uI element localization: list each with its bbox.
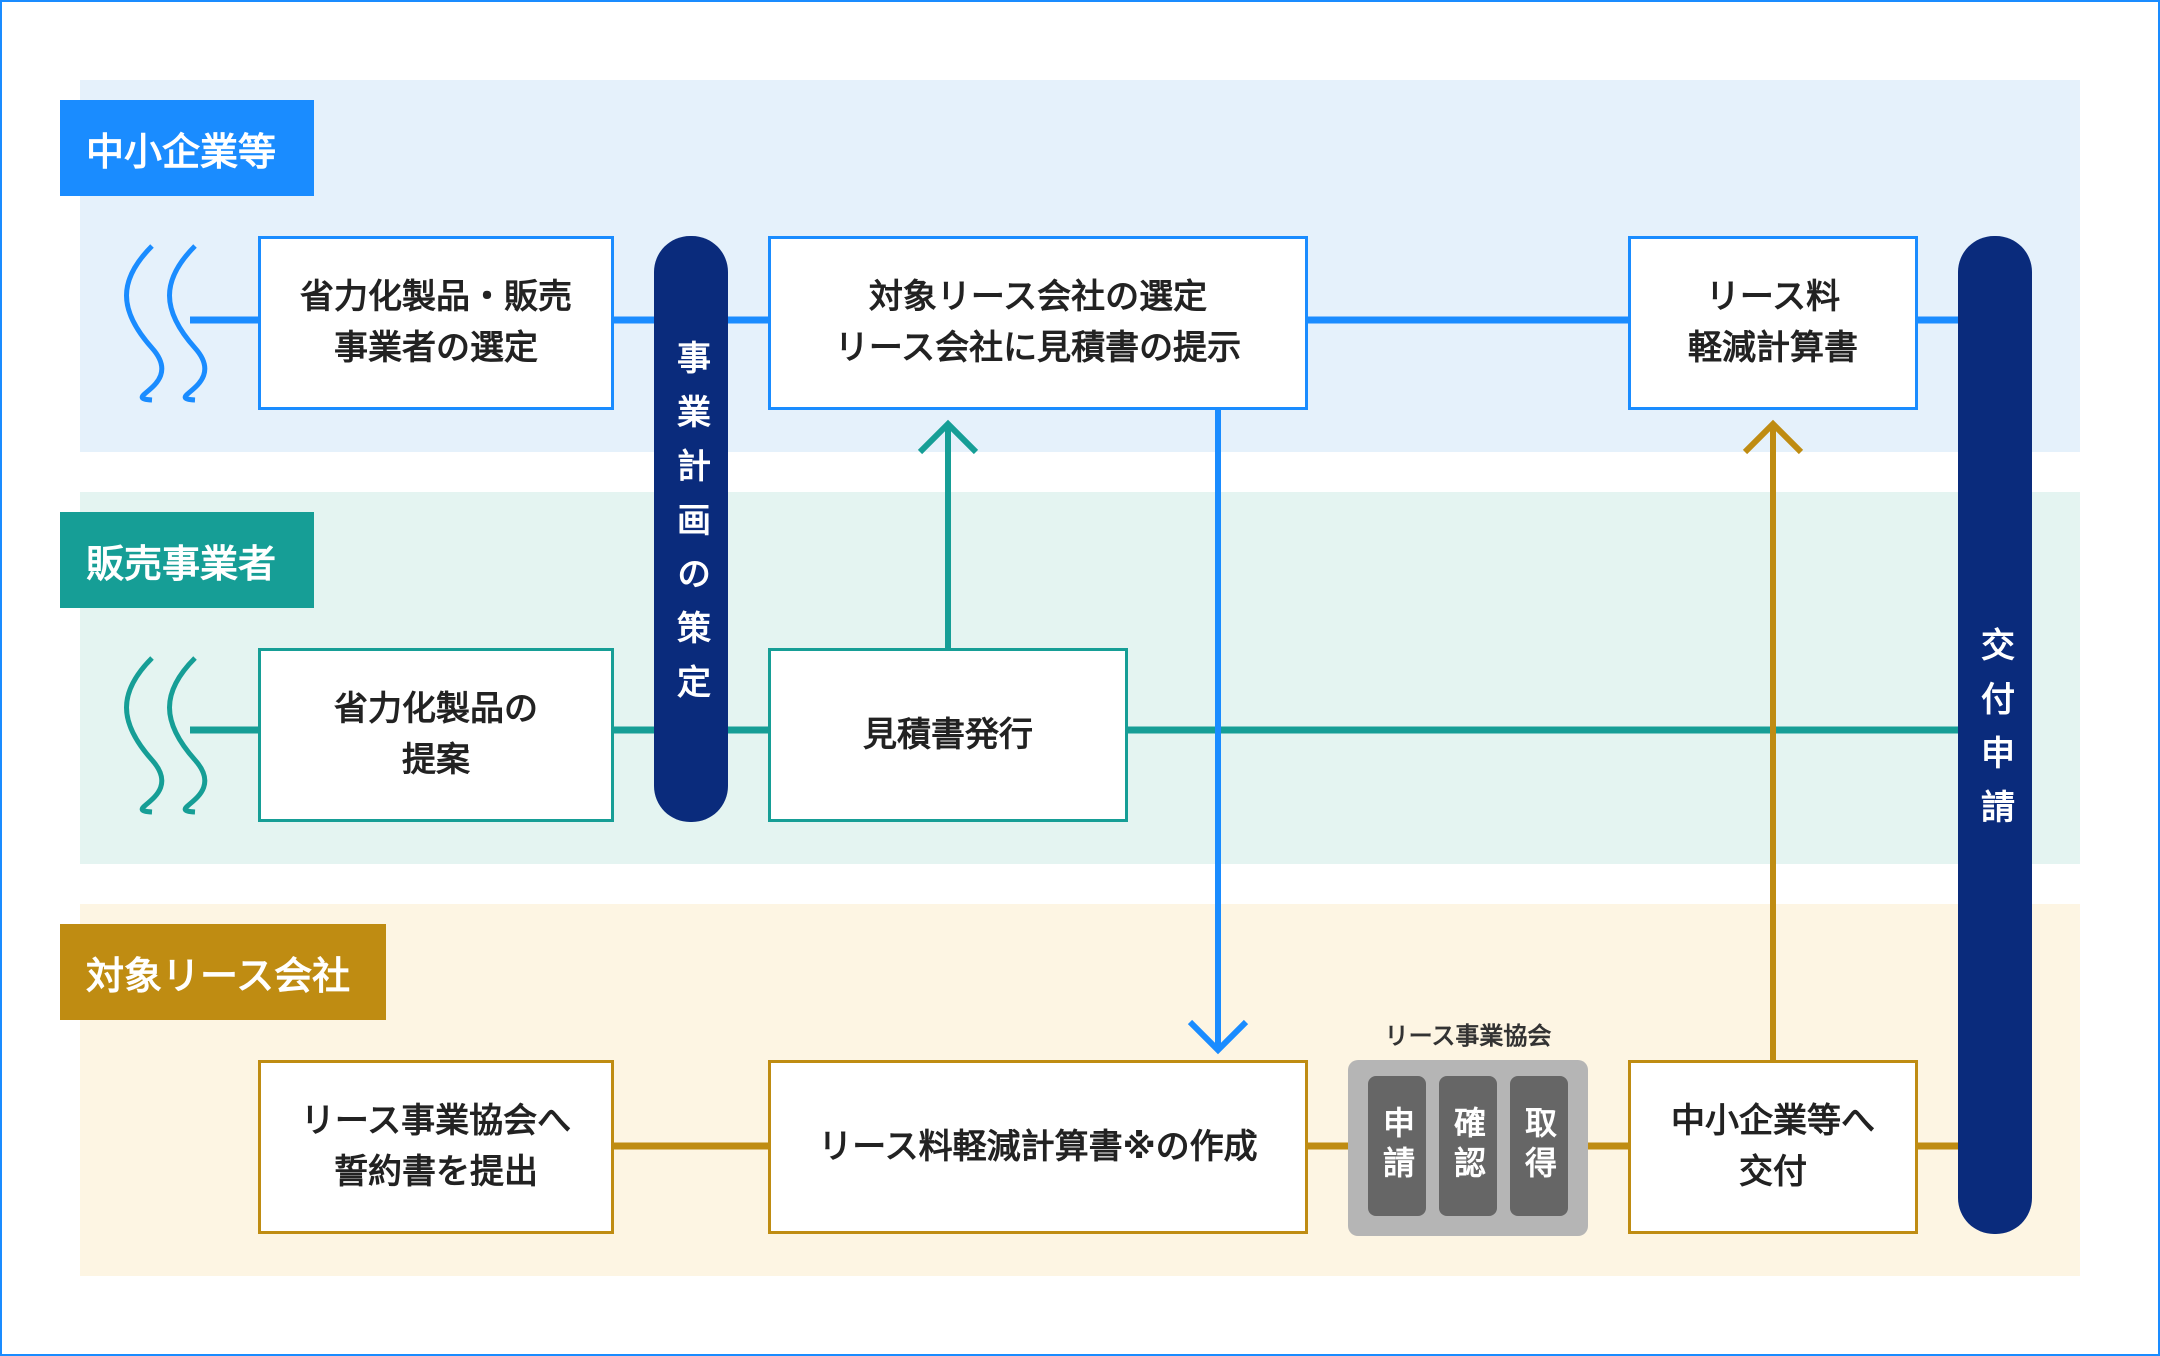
arrowhead-down-blue-icon [1187,1019,1249,1055]
lane-label-sme: 中小企業等 [60,100,314,196]
pill-grant-application-label: 交付申請 [1974,627,2015,843]
box-fee-calc-doc: リース料 軽減計算書 [1628,236,1918,410]
pill-business-plan: 事業計画の策定 [654,236,728,822]
lane-label-lease: 対象リース会社 [60,924,386,1020]
association-step-confirm: 確認 [1439,1076,1497,1216]
pill-business-plan-label: 事業計画の策定 [670,340,711,718]
lane-label-seller: 販売事業者 [60,512,314,608]
box-pledge-submit: リース事業協会へ 誓約書を提出 [258,1060,614,1234]
box-propose-product: 省力化製品の 提案 [258,648,614,822]
arrowhead-up-teal-icon [917,419,979,455]
arrowhead-up-gold-icon [1742,419,1804,455]
association-step-apply-label: 申請 [1378,1106,1416,1186]
box-issue-quote: 見積書発行 [768,648,1128,822]
box-create-fee-calc: リース料軽減計算書※の作成 [768,1060,1308,1234]
association-step-apply: 申請 [1368,1076,1426,1216]
box-select-lease-company: 対象リース会社の選定 リース会社に見積書の提示 [768,236,1308,410]
wave-icon-sme [124,244,208,403]
association-step-obtain: 取得 [1510,1076,1568,1216]
association-title: リース事業協会 [1384,1022,1552,1050]
association-step-confirm-label: 確認 [1449,1106,1487,1186]
association-step-obtain-label: 取得 [1520,1106,1558,1186]
pill-grant-application: 交付申請 [1958,236,2032,1234]
wave-icon-seller [124,656,208,815]
box-select-product: 省力化製品・販売 事業者の選定 [258,236,614,410]
box-deliver-to-sme: 中小企業等へ 交付 [1628,1060,1918,1234]
